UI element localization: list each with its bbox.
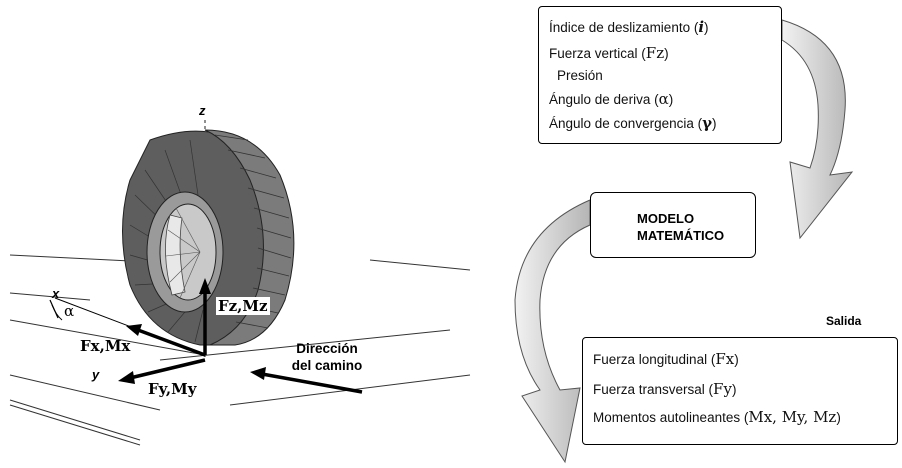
fx-symbol: Fx: [715, 350, 735, 368]
fx-mx-label: Fx,Mx: [80, 337, 131, 355]
gamma-symbol: γ: [702, 114, 713, 132]
alpha-symbol: α: [658, 90, 669, 108]
moments-symbol: Mx, My, Mz: [748, 408, 837, 426]
input-vertical-force: Fuerza vertical (Fz): [549, 44, 669, 62]
x-axis-label: x: [52, 286, 60, 301]
model-label: MODELO MATEMÁTICO: [637, 211, 725, 243]
output-lateral-force: Fuerza transversal (Fy): [593, 380, 737, 398]
fy-symbol: Fy: [713, 380, 732, 398]
output-aligning-moments: Momentos autolineantes (Mx, My, Mz): [593, 408, 841, 426]
input-toe-angle: Ángulo de convergencia (γ): [549, 114, 717, 132]
arrow-to-model: [781, 19, 854, 240]
z-axis-label: z: [199, 103, 206, 118]
model-box: MODELO MATEMÁTICO: [590, 192, 756, 258]
y-axis-label: y: [92, 367, 100, 382]
fy-my-label: Fy,My: [148, 380, 197, 398]
output-title: Salida: [826, 314, 862, 328]
direction-line2: del camino: [291, 358, 363, 373]
arrow-to-output: [514, 199, 591, 464]
input-slip-angle: Ángulo de deriva (α): [549, 90, 674, 108]
output-box: Fuerza longitudinal (Fx) Fuerza transver…: [582, 337, 898, 445]
slip-symbol: i: [698, 18, 705, 36]
fz-symbol: Fz: [645, 44, 665, 62]
input-slip-index: Índice de deslizamiento (i): [549, 18, 709, 36]
direction-line1: Dirección: [296, 341, 358, 356]
fz-mz-label: Fz,Mz: [216, 297, 270, 315]
alpha-label: α: [64, 302, 75, 320]
output-longitudinal-force: Fuerza longitudinal (Fx): [593, 350, 739, 368]
force-arrows: [118, 278, 363, 394]
road-direction-label: Dirección del camino: [282, 340, 372, 374]
input-pressure: Presión: [557, 68, 603, 83]
input-box: Índice de deslizamiento (i) Fuerza verti…: [538, 6, 782, 144]
